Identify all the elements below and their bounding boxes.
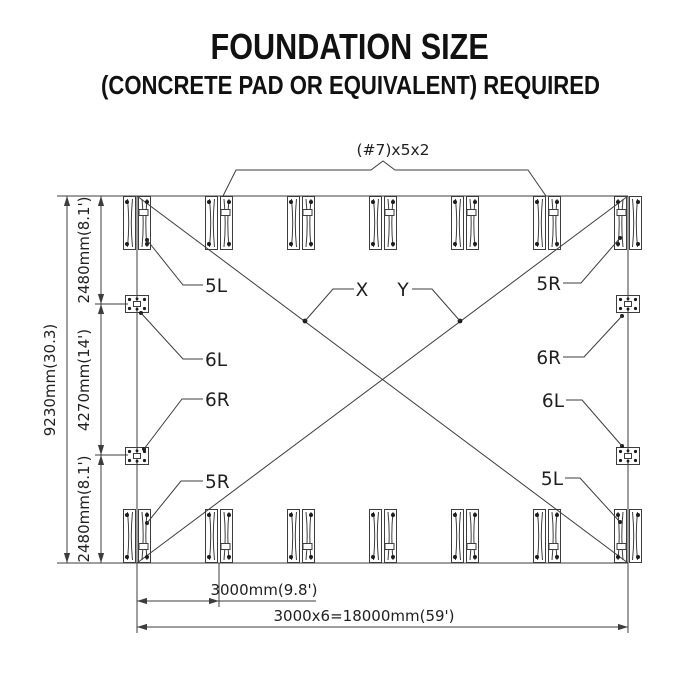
diagonal-labels: X Y xyxy=(302,280,463,324)
part-label: 5R xyxy=(536,274,561,295)
bottom-edge-plates xyxy=(123,509,642,563)
dim-middle-bay-height: 4270mm(14') xyxy=(75,329,93,431)
foundation-outline xyxy=(57,195,629,564)
part-label: 6R xyxy=(536,348,561,369)
part-labels-right: 5R 6R 6L 5L xyxy=(536,236,624,524)
dim-overall-height: 9230mm(30.3) xyxy=(41,324,59,437)
dim-top-bay-height: 2480mm(8.1') xyxy=(75,196,93,303)
part-label: 6R xyxy=(205,390,230,411)
label-x: X xyxy=(356,280,369,301)
dim-bottom-bay-height: 2480mm(8.1') xyxy=(75,455,93,562)
part-label: 5L xyxy=(205,276,228,297)
left-dimensions: 9230mm(30.3) 2480mm(8.1') 4270mm(14') 24… xyxy=(41,196,128,563)
page-subtitle: (CONCRETE PAD OR EQUIVALENT) REQUIRED xyxy=(0,70,700,101)
bottom-dimensions: 3000mm(9.8') 3000x6=18000mm(59') xyxy=(136,563,629,633)
page-title: FOUNDATION SIZE xyxy=(0,26,700,67)
top-edge-plates xyxy=(123,196,642,250)
page-header: FOUNDATION SIZE (CONCRETE PAD OR EQUIVAL… xyxy=(0,26,700,101)
page-subtitle-text: (CONCRETE PAD OR EQUIVALENT) REQUIRED xyxy=(100,70,600,101)
top-callout-label: (#7)x5x2 xyxy=(356,141,429,159)
page-title-text: FOUNDATION SIZE xyxy=(210,26,490,67)
label-y: Y xyxy=(396,280,409,301)
top-callout: (#7)x5x2 xyxy=(222,141,547,197)
dim-bay-width: 3000mm(9.8') xyxy=(210,581,317,599)
part-label: 5R xyxy=(205,472,230,493)
dim-overall-width: 3000x6=18000mm(59') xyxy=(273,607,454,625)
part-label: 6L xyxy=(205,350,228,371)
part-label: 6L xyxy=(542,391,565,412)
part-labels-left: 5L 6L 6R 5R xyxy=(139,238,230,525)
part-label: 5L xyxy=(541,469,564,490)
